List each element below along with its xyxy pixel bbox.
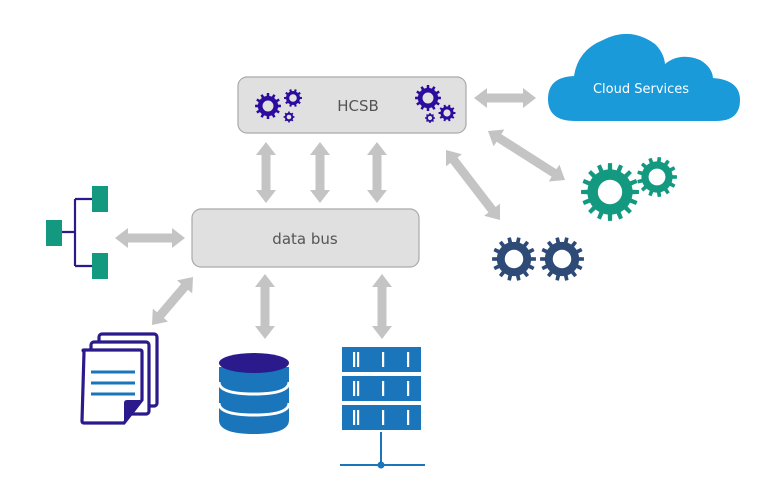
arrow-bus-database — [255, 274, 275, 339]
network-line — [340, 432, 425, 466]
data-bus-label: data bus — [272, 230, 338, 248]
gear-shape — [283, 111, 295, 123]
arrow-hcsb-navy-gears — [446, 150, 500, 220]
gear-shape — [438, 104, 456, 122]
server-slot — [357, 352, 360, 367]
server-slot — [382, 410, 385, 425]
server-slot — [407, 381, 410, 396]
documents-icon[interactable] — [80, 332, 159, 425]
arrow-hcsb-bus-3 — [367, 142, 387, 203]
server-slot — [407, 352, 410, 367]
server-slot — [353, 381, 356, 396]
server-rack-icon[interactable] — [340, 347, 425, 469]
gear-shape — [540, 237, 584, 281]
server-slot — [407, 410, 410, 425]
gears-icon — [255, 89, 302, 123]
gears-icon[interactable] — [581, 157, 677, 221]
server-slot — [357, 381, 360, 396]
gear-shape — [415, 85, 441, 111]
arrow-bus-documents — [152, 277, 193, 325]
database-icon[interactable] — [217, 353, 291, 434]
arrow-bus-server — [372, 274, 392, 339]
gears-icon — [415, 85, 456, 123]
network-node — [377, 461, 385, 469]
gear-shape — [637, 157, 677, 197]
gear-shape — [492, 237, 536, 281]
connection-arrows — [115, 88, 565, 339]
server-slot — [353, 352, 356, 367]
server-slot — [353, 410, 356, 425]
gear-shape — [425, 113, 435, 123]
arrow-hcsb-bus-1 — [256, 142, 276, 203]
gear-shape — [581, 163, 639, 221]
cloud-services-label: Cloud Services — [593, 82, 689, 97]
data-bus[interactable]: data bus — [191, 208, 420, 268]
gear-shape — [255, 93, 281, 119]
gear-shape — [284, 89, 302, 107]
cloud-icon — [548, 33, 740, 121]
server-slot — [382, 352, 385, 367]
server-slot — [382, 381, 385, 396]
hcsb-hub[interactable]: HCSB — [237, 76, 467, 134]
data-bus-box — [191, 208, 420, 268]
cloud-services[interactable]: Cloud Services — [548, 33, 740, 121]
arrow-bus-hierarchy — [115, 228, 185, 248]
arrow-hcsb-bus-2 — [310, 142, 330, 203]
gears-icon[interactable] — [492, 237, 584, 281]
arrow-hcsb-cloud — [474, 88, 536, 108]
server-slot — [357, 410, 360, 425]
hcsb-label: HCSB — [337, 97, 379, 115]
arrow-hcsb-teal-gears — [488, 129, 565, 182]
hierarchy-tree-icon[interactable] — [46, 186, 108, 279]
